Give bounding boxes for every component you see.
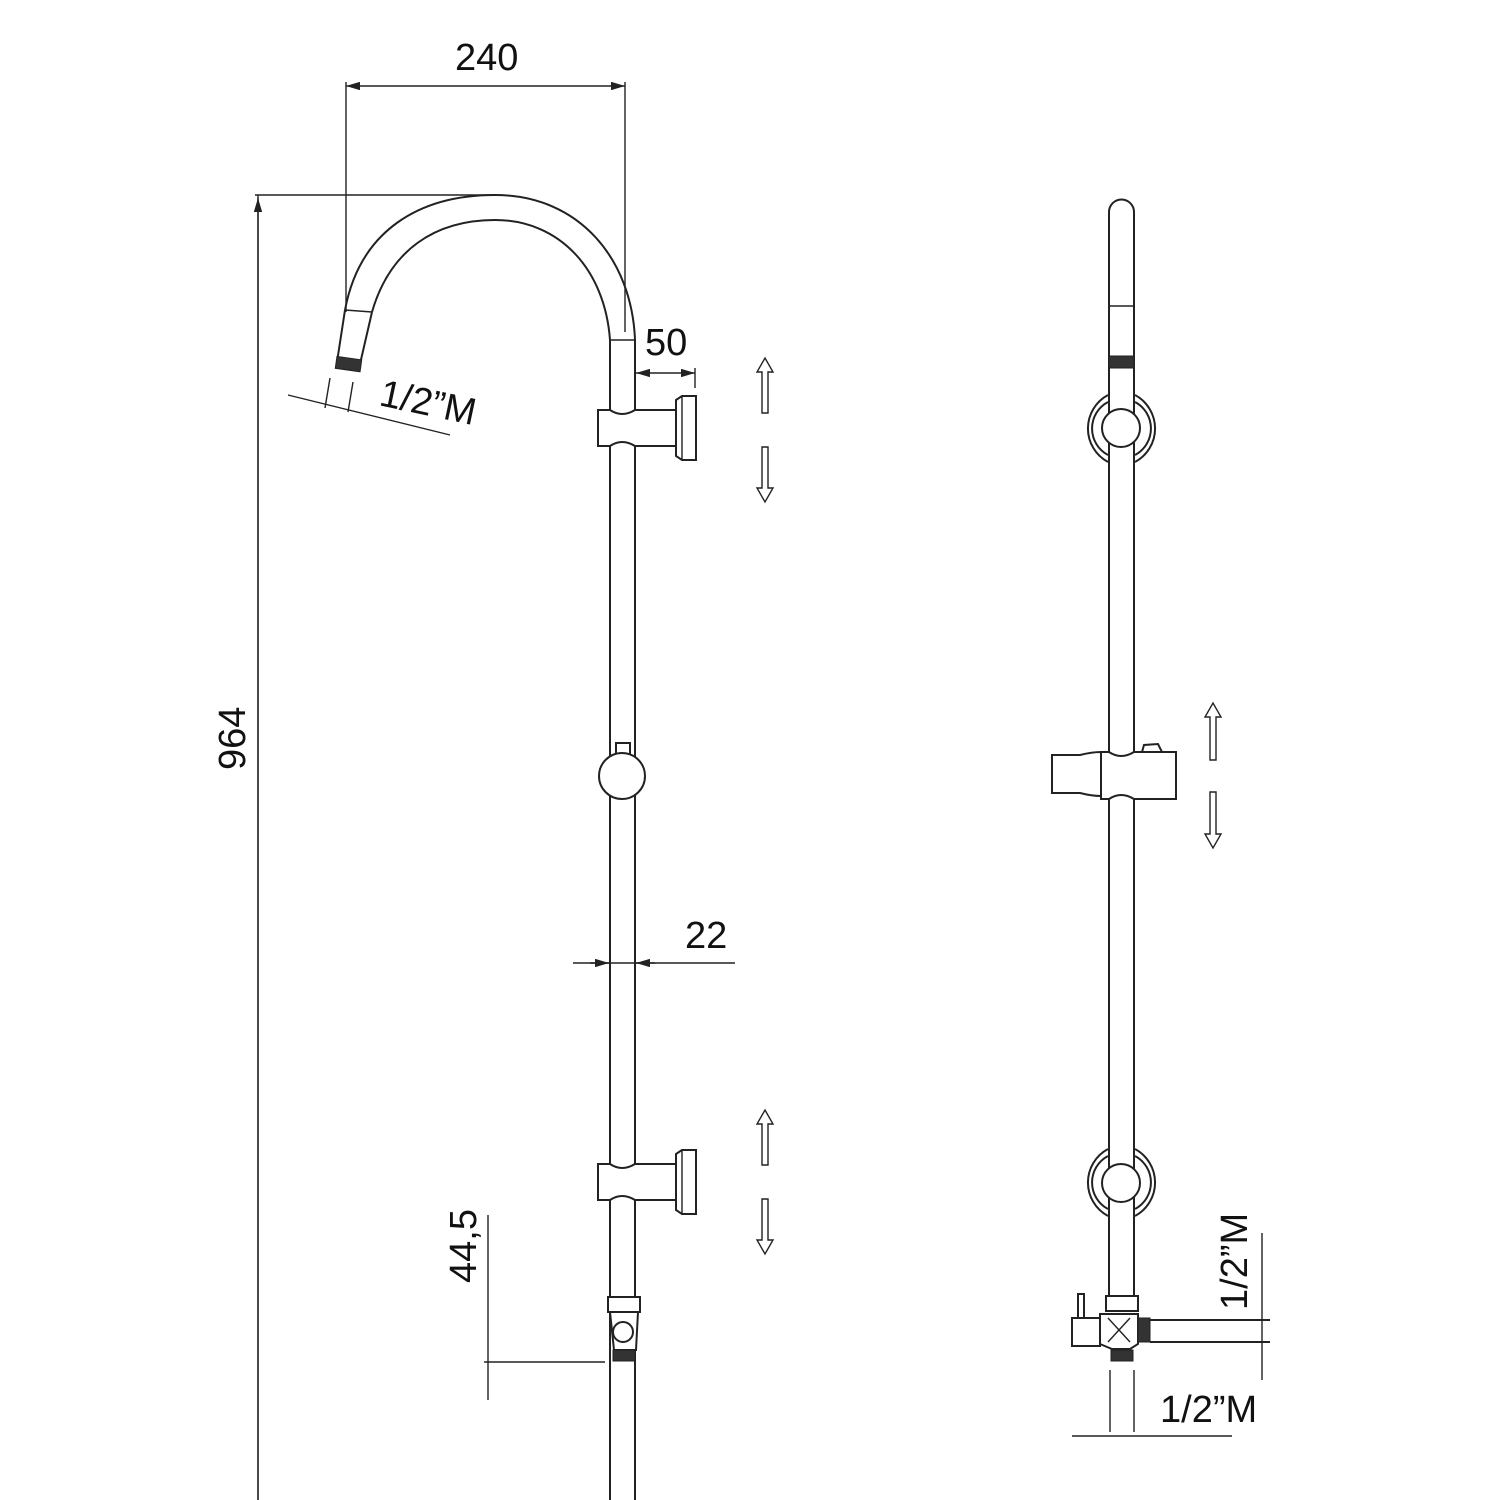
label-arm-thread: 1/2”M xyxy=(376,373,480,434)
front-slider xyxy=(1051,742,1177,800)
label-240: 240 xyxy=(455,37,518,79)
main-tube xyxy=(609,340,636,1500)
label-bottom-thread: 1/2”M xyxy=(1160,1389,1257,1431)
bottom-connector xyxy=(607,1296,641,1362)
dimension-side-outlet-thread: 1/2”M xyxy=(1214,1213,1263,1380)
dimension-arm-thread: 1/2”M xyxy=(287,373,480,436)
label-50: 50 xyxy=(645,322,687,364)
dimension-bottom-outlet: 44,5 xyxy=(443,1209,605,1400)
middle-knob xyxy=(598,742,646,800)
gooseneck-arm xyxy=(334,193,636,373)
front-top-bracket xyxy=(1086,394,1157,463)
label-44-5: 44,5 xyxy=(443,1209,485,1283)
label-22: 22 xyxy=(685,915,727,957)
dimension-bottom-outlet-thread: 1/2”M xyxy=(1072,1370,1257,1437)
dimension-arm-reach: 240 xyxy=(345,37,626,332)
bottom-wall-bracket xyxy=(597,1149,697,1215)
slide-arrows-top xyxy=(755,356,775,504)
slide-arrows-bottom xyxy=(755,1108,775,1256)
front-slide-arrows xyxy=(1203,701,1223,850)
front-view: 1/2”M 1/2”M xyxy=(1051,198,1270,1437)
front-tube xyxy=(1108,198,1135,1300)
label-side-thread: 1/2”M xyxy=(1214,1213,1256,1310)
top-wall-bracket xyxy=(597,395,697,461)
label-964: 964 xyxy=(212,707,254,770)
side-view: 240 964 1/2”M xyxy=(212,37,775,1500)
diverter-valve xyxy=(1071,1293,1270,1362)
dimension-tube-diameter: 22 xyxy=(573,915,735,968)
front-bottom-bracket xyxy=(1086,1148,1157,1217)
dimension-bracket-offset: 50 xyxy=(636,322,696,388)
dimension-total-height: 964 xyxy=(212,194,490,1500)
